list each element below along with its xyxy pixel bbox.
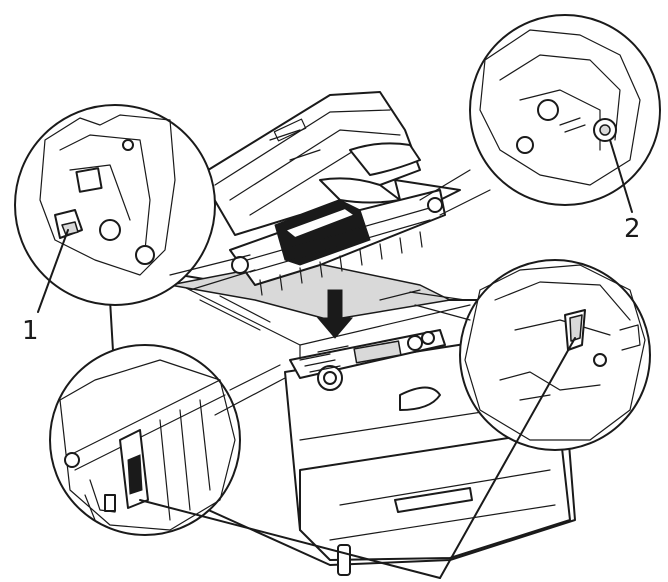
guide-slot-pointers [139,337,576,579]
top-vents [299,345,349,373]
callout-label-1: 1 [22,316,39,346]
image-drum-cartridge [229,189,446,296]
detail-left-drum-end [14,104,256,313]
insert-direction-arrow [316,289,354,339]
detail-left-cartridge-slot [49,344,286,536]
callout-1-leader [37,229,69,313]
callout-2-leader [609,139,633,213]
detail-right-drum-end [419,14,661,216]
detail-right-cartridge-slot [409,259,651,451]
callout-label-2: 2 [624,214,641,244]
